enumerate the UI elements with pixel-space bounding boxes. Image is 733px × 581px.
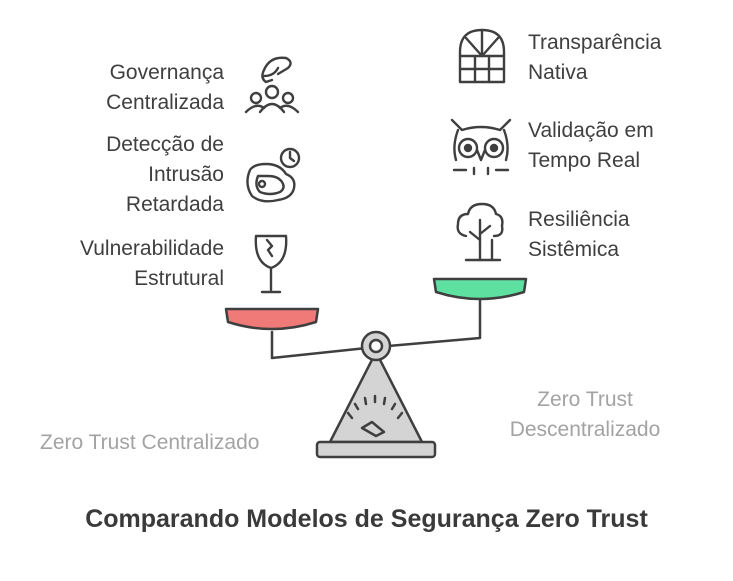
- right-item-label-line: Transparência: [528, 31, 662, 54]
- right-item-label-line: Nativa: [528, 61, 588, 84]
- left-item-label-line: Vulnerabilidade: [80, 237, 224, 260]
- diagram-title: Comparando Modelos de Segurança Zero Tru…: [85, 505, 648, 533]
- window-icon: [458, 28, 506, 84]
- right-item-label-line: Validação em: [528, 119, 654, 142]
- left-item-label-line: Retardada: [125, 193, 224, 216]
- right-item-resilience: Resiliência Sistêmica: [528, 205, 630, 265]
- right-side-label-line: Zero Trust: [537, 388, 633, 411]
- right-item-validation: Validação em Tempo Real: [528, 116, 654, 176]
- delayed-meat-icon: [246, 147, 301, 203]
- right-pan: [432, 277, 528, 301]
- right-side-label: Zero Trust Descentralizado: [497, 385, 673, 445]
- left-item-intrusion-detection: Detecção de Intrusão Retardada: [106, 130, 224, 220]
- right-item-label-line: Tempo Real: [528, 149, 641, 172]
- right-side-label-line: Descentralizado: [509, 418, 661, 441]
- left-side-label: Zero Trust Centralizado: [40, 431, 260, 454]
- tree-icon: [456, 202, 504, 262]
- scale-gauge: [346, 394, 404, 438]
- left-item-label-line: Intrusão: [148, 163, 224, 186]
- owl-icon: [450, 118, 512, 176]
- cracked-glass-icon: [254, 234, 288, 294]
- left-item-label-line: Governança: [109, 61, 224, 84]
- left-item-label-line: Detecção de: [106, 133, 224, 156]
- hand-people-icon: [244, 56, 300, 114]
- left-item-governance: Governança Centralizada: [106, 58, 224, 118]
- left-item-label-line: Centralizada: [106, 91, 224, 114]
- left-item-vulnerability: Vulnerabilidade Estrutural: [80, 234, 224, 294]
- right-item-transparency: Transparência Nativa: [528, 28, 661, 88]
- left-item-label-line: Estrutural: [134, 267, 224, 290]
- right-item-label-line: Sistêmica: [528, 238, 620, 261]
- left-pan: [224, 307, 320, 331]
- scale-base: [315, 440, 437, 459]
- right-item-label-line: Resiliência: [528, 208, 630, 231]
